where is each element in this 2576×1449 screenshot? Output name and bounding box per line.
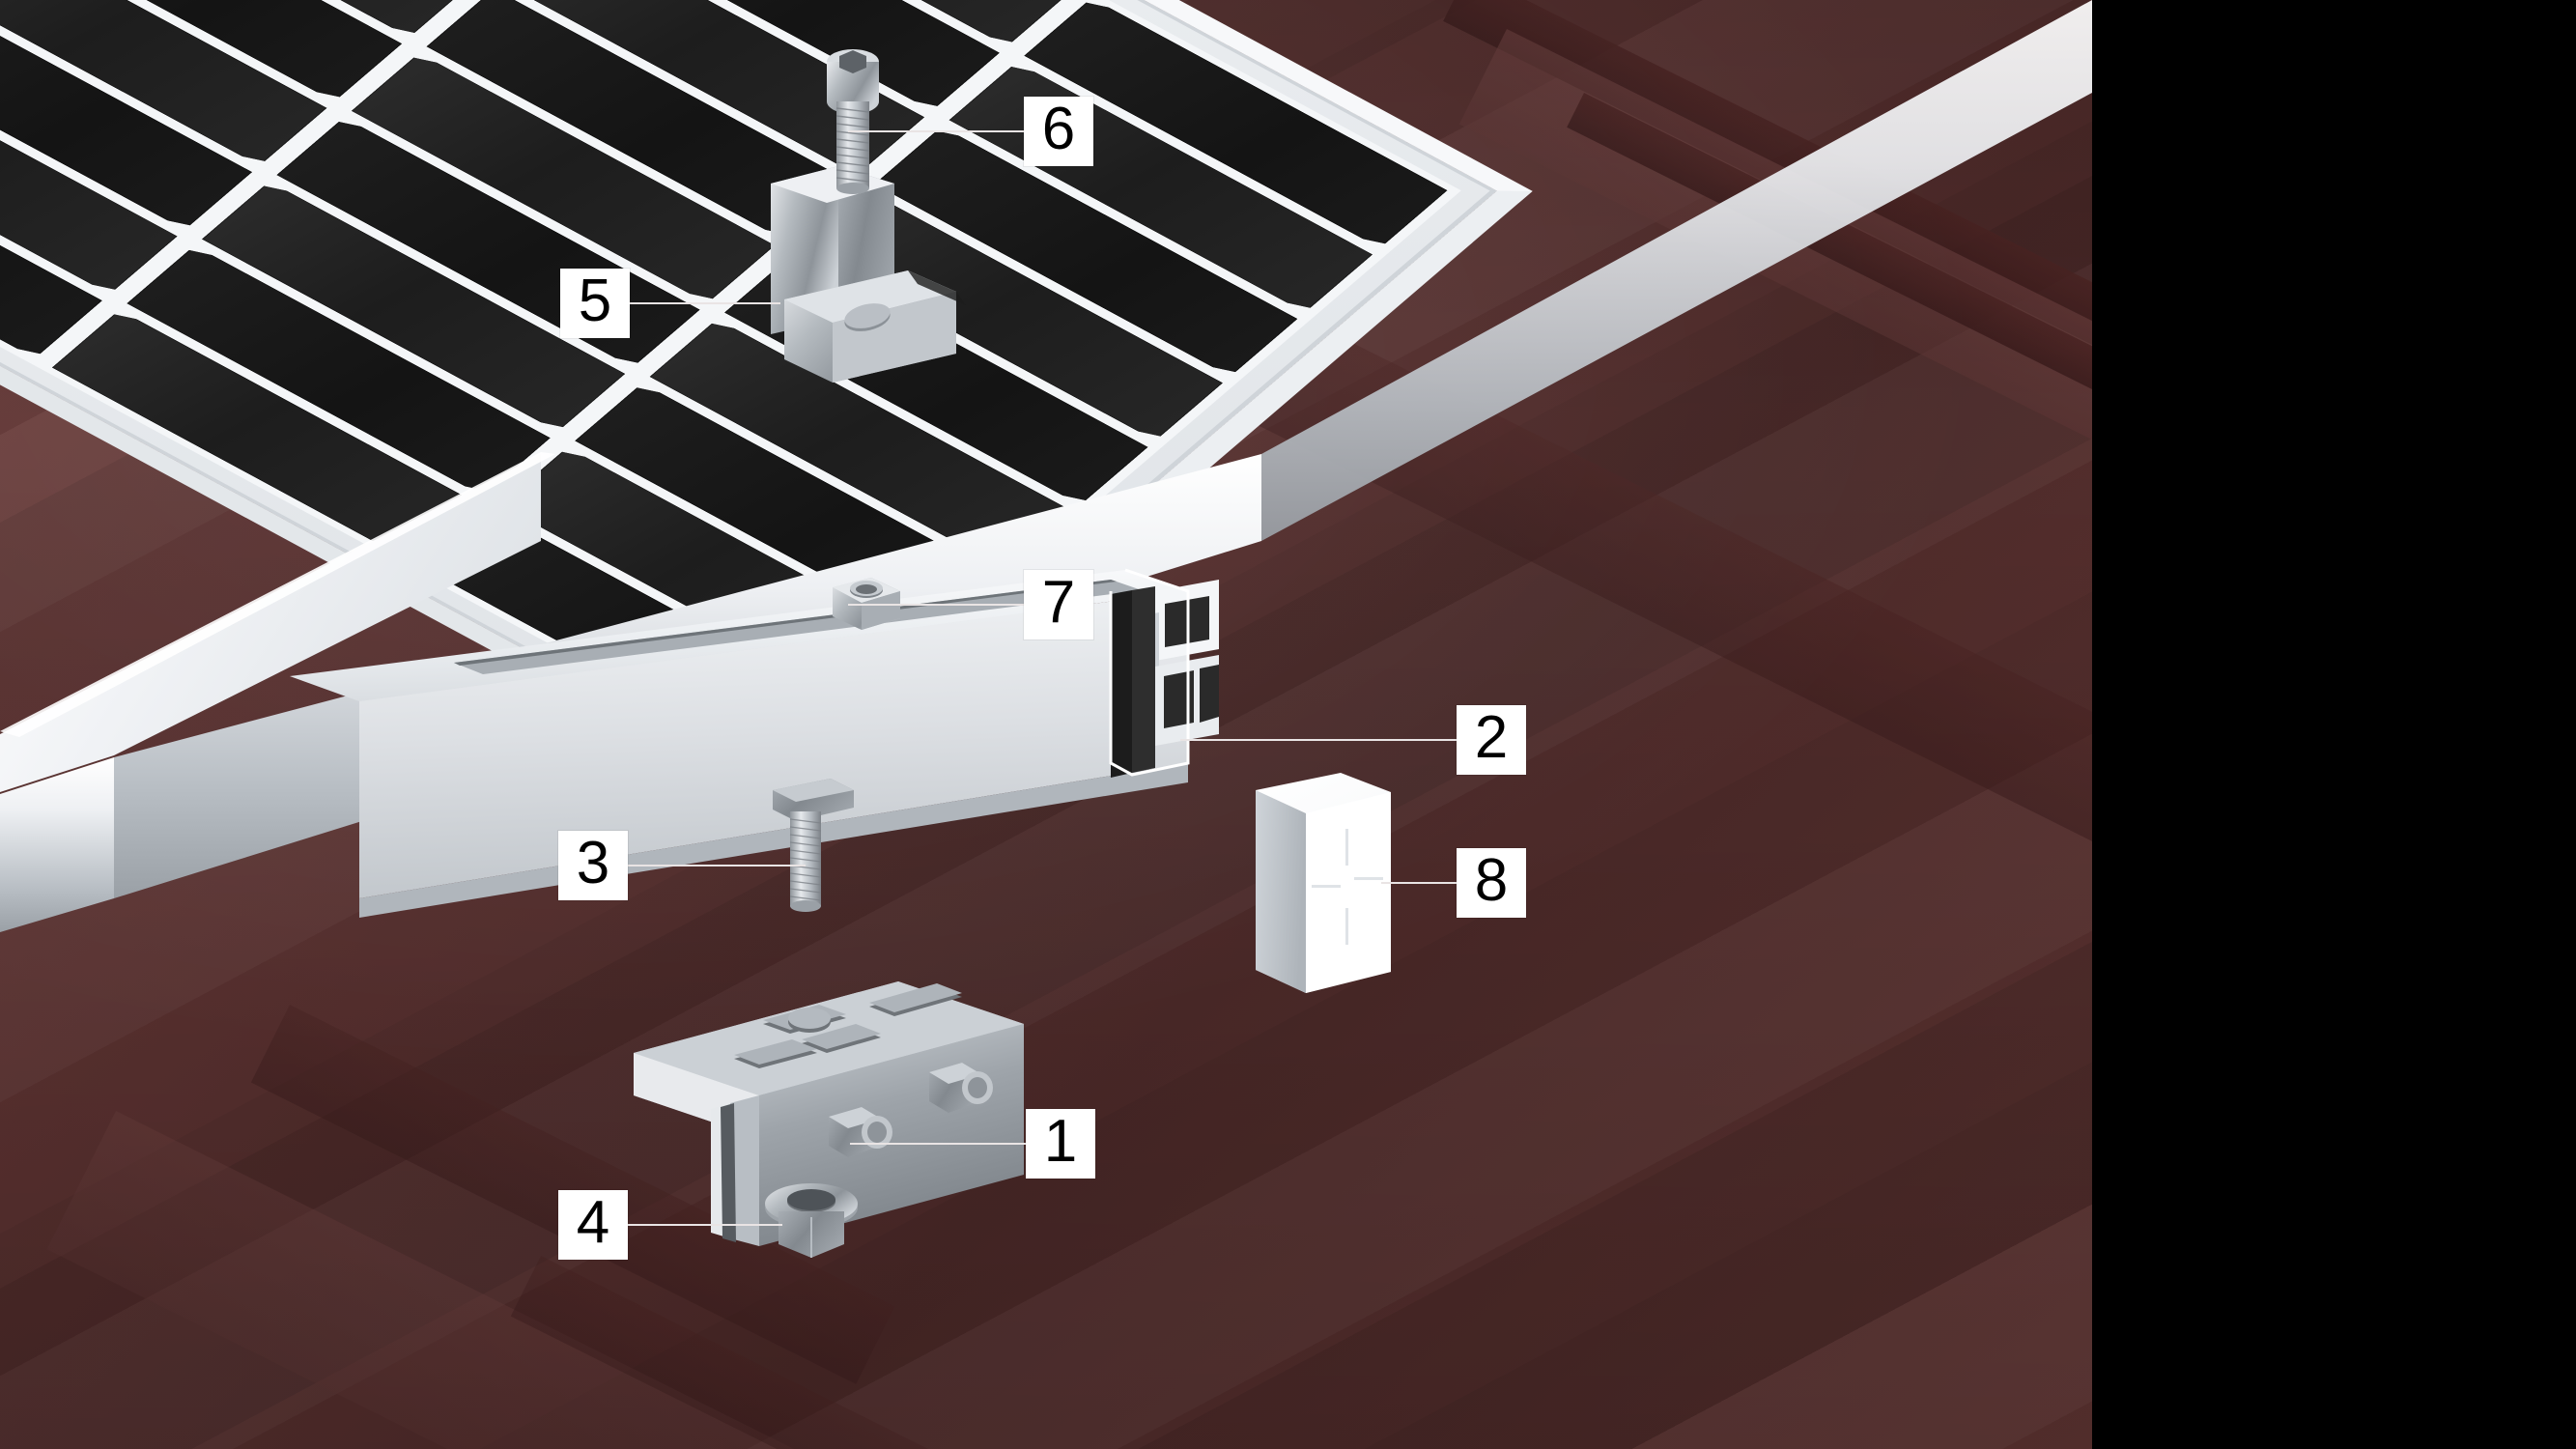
callout-label-4[interactable]: 4 bbox=[558, 1190, 628, 1260]
leader-line-7 bbox=[848, 604, 1024, 606]
scene-viewport: 1 2 3 4 5 6 7 8 bbox=[0, 0, 2092, 1449]
callout-label-1[interactable]: 1 bbox=[1026, 1109, 1095, 1179]
leader-line-1 bbox=[850, 1143, 1026, 1145]
callout-label-3[interactable]: 3 bbox=[558, 831, 628, 900]
callout-label-6[interactable]: 6 bbox=[1024, 97, 1093, 166]
leader-line-2 bbox=[1180, 739, 1457, 741]
callout-label-5[interactable]: 5 bbox=[560, 269, 630, 338]
leader-line-3 bbox=[628, 865, 806, 867]
leader-line-4 bbox=[628, 1224, 782, 1226]
letterbox-right bbox=[2092, 0, 2576, 1449]
callout-label-2[interactable]: 2 bbox=[1457, 705, 1526, 775]
callout-label-8[interactable]: 8 bbox=[1457, 848, 1526, 918]
leader-line-6 bbox=[848, 130, 1024, 132]
leader-line-8 bbox=[1381, 882, 1457, 884]
callout-label-7[interactable]: 7 bbox=[1024, 570, 1093, 639]
leader-line-5 bbox=[630, 302, 780, 304]
